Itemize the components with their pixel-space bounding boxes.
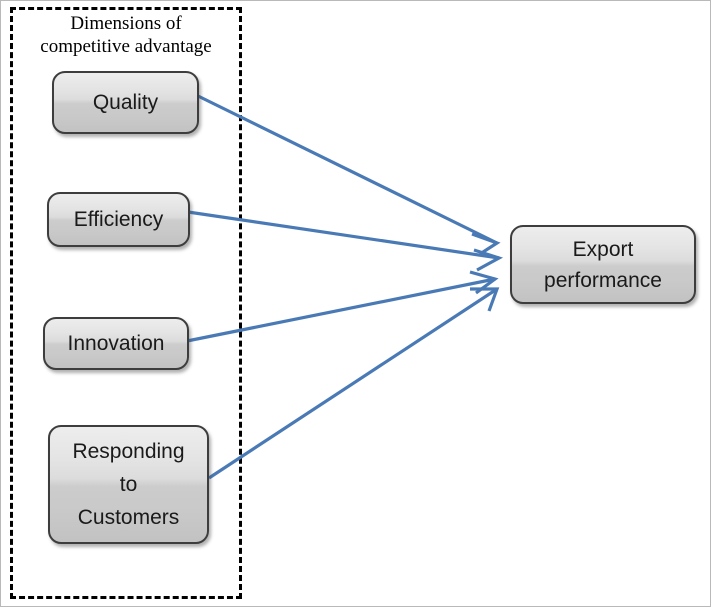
node-responding-to-customers[interactable]: Responding to Customers	[48, 425, 209, 544]
arrow-responding-to-export	[208, 287, 500, 480]
node-innovation[interactable]: Innovation	[43, 317, 189, 370]
group-title: Dimensions of competitive advantage	[40, 13, 212, 57]
node-efficiency[interactable]: Efficiency	[47, 192, 190, 247]
node-export-performance[interactable]: Export performance	[510, 225, 696, 304]
node-quality[interactable]: Quality	[52, 71, 199, 134]
